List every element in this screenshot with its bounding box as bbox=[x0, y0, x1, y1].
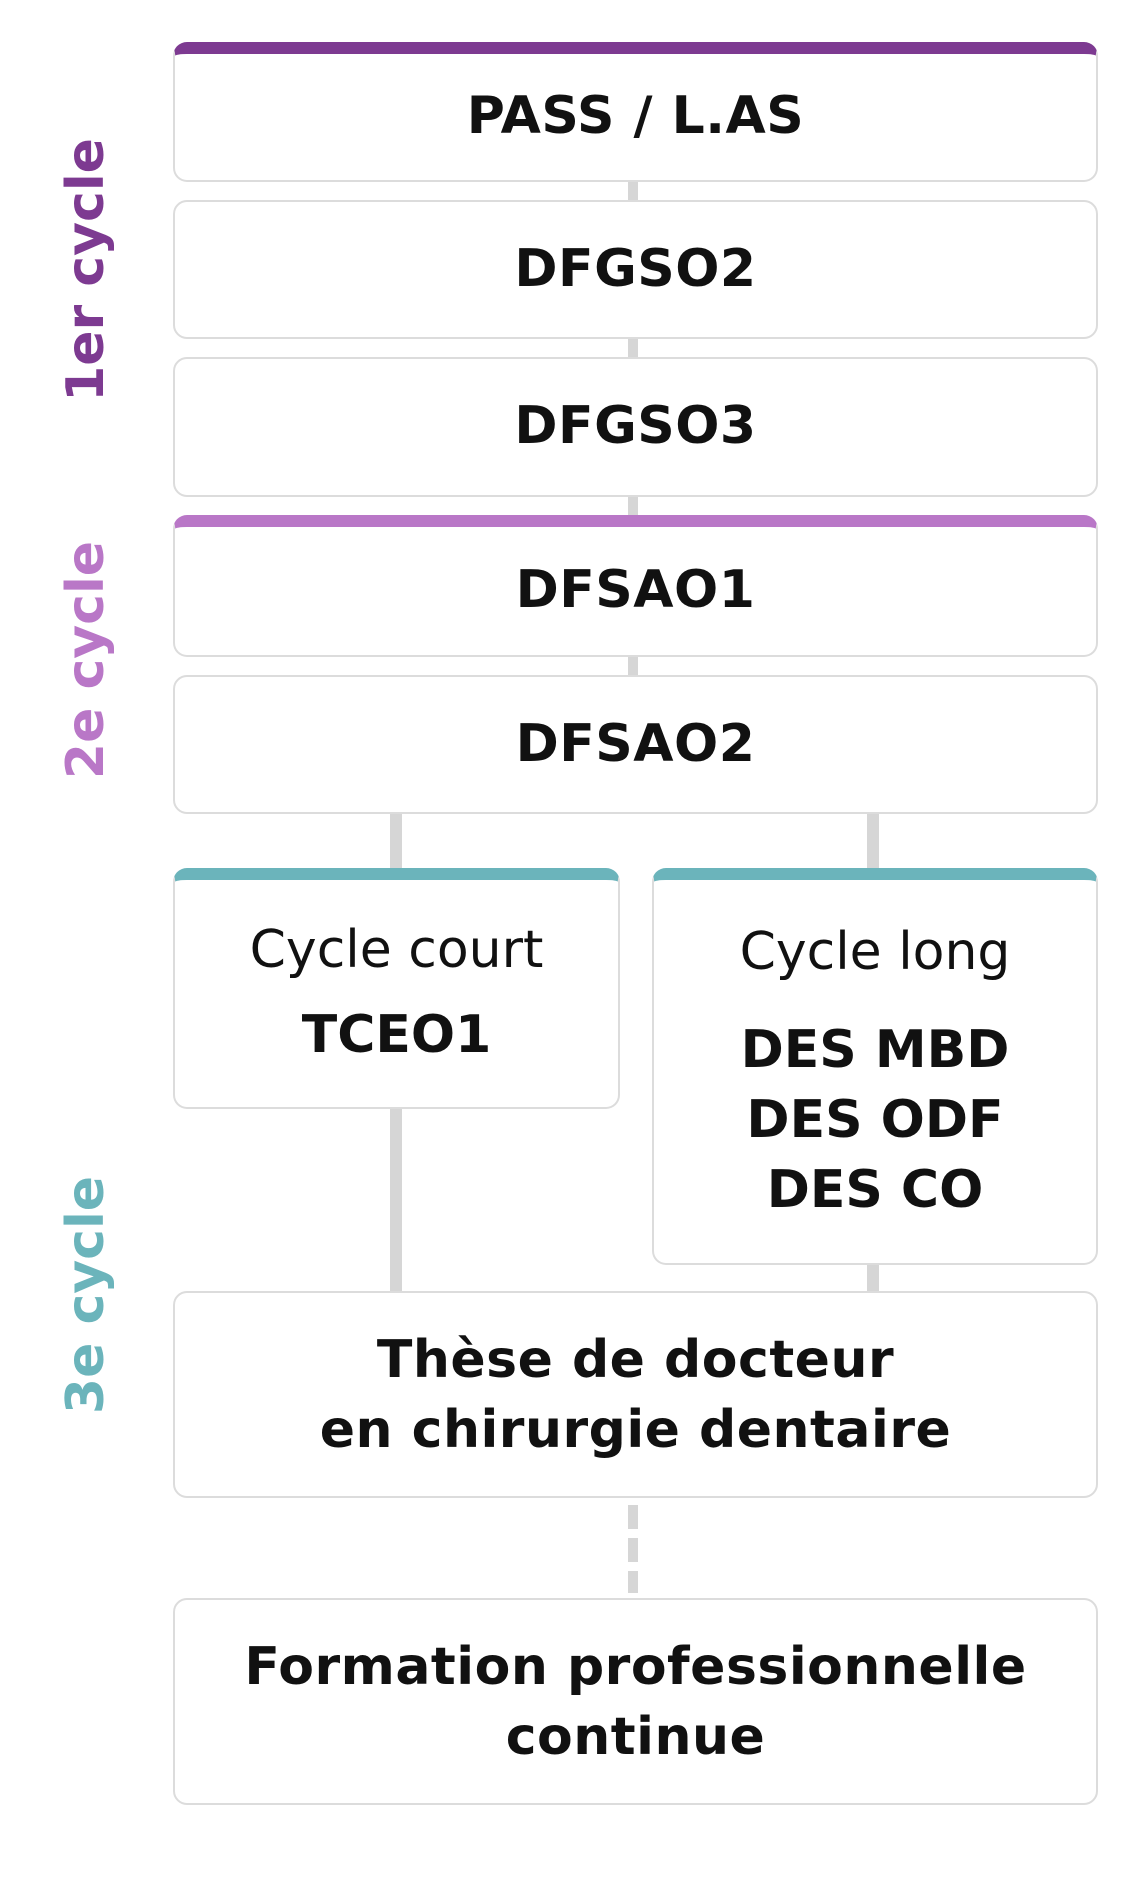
branch-long-item: DES ODF bbox=[746, 1090, 1004, 1150]
connector-dfgso3-dfsao1 bbox=[628, 495, 638, 517]
dashed-connector-segment-1 bbox=[628, 1505, 638, 1529]
thesis-line-2: en chirurgie dentaire bbox=[319, 1399, 952, 1460]
cycle-label-2e: 2e cycle bbox=[56, 540, 116, 780]
thesis-box: Thèse de docteur en chirurgie dentaire bbox=[173, 1291, 1098, 1498]
connector-dfsao2-long bbox=[867, 812, 879, 872]
continuing-line-2: continue bbox=[505, 1706, 766, 1767]
continuing-education-box: Formation professionnelle continue bbox=[173, 1598, 1098, 1805]
cycle-label-3e: 3e cycle bbox=[56, 1175, 116, 1415]
branch-short-items: TCEO1 bbox=[175, 1000, 618, 1070]
dashed-connector-segment-2 bbox=[628, 1538, 638, 1562]
step-dfgso2: DFGSO2 bbox=[173, 200, 1098, 339]
continuing-line-1: Formation professionnelle bbox=[244, 1636, 1027, 1697]
branch-long-items: DES MBD DES ODF DES CO bbox=[654, 1015, 1096, 1225]
step-dfgso3-label: DFGSO3 bbox=[514, 396, 757, 457]
step-dfgso3: DFGSO3 bbox=[173, 357, 1098, 497]
branch-short-title: Cycle court bbox=[249, 920, 544, 980]
thesis-line-1: Thèse de docteur bbox=[376, 1329, 895, 1390]
step-pass-las: PASS / L.AS bbox=[173, 42, 1098, 182]
connector-dfgso2-dfgso3 bbox=[628, 337, 638, 359]
branch-long-title: Cycle long bbox=[739, 922, 1011, 982]
branch-long-item: DES MBD bbox=[740, 1020, 1010, 1080]
step-pass-las-label: PASS / L.AS bbox=[466, 86, 805, 147]
connector-short-thesis bbox=[390, 1107, 402, 1293]
branch-long-cycle: Cycle long DES MBD DES ODF DES CO bbox=[652, 868, 1098, 1265]
connector-dfsao2-short bbox=[390, 812, 402, 872]
branch-long-item: DES CO bbox=[766, 1160, 984, 1220]
step-dfsao1-label: DFSAO1 bbox=[515, 560, 756, 621]
step-dfsao2-label: DFSAO2 bbox=[515, 713, 756, 774]
continuing-education-label: Formation professionnelle continue bbox=[175, 1600, 1096, 1803]
thesis-label: Thèse de docteur en chirurgie dentaire bbox=[175, 1293, 1096, 1496]
connector-pass-dfgso2 bbox=[628, 180, 638, 202]
branch-short-cycle: Cycle court TCEO1 bbox=[173, 868, 620, 1109]
branch-short-item: TCEO1 bbox=[301, 1005, 492, 1065]
connector-long-thesis bbox=[867, 1263, 879, 1293]
step-dfsao2: DFSAO2 bbox=[173, 675, 1098, 814]
dashed-connector-segment-3 bbox=[628, 1571, 638, 1593]
step-dfsao1: DFSAO1 bbox=[173, 515, 1098, 657]
cycle-label-1er: 1er cycle bbox=[56, 138, 116, 402]
step-dfgso2-label: DFGSO2 bbox=[514, 238, 757, 299]
connector-dfsao1-dfsao2 bbox=[628, 655, 638, 677]
